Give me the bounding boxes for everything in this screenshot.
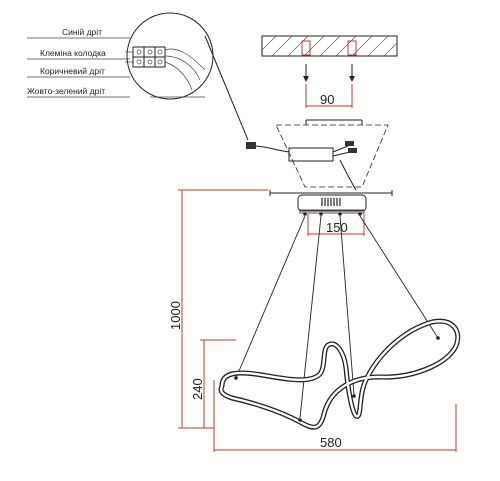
- canopy-assembly: 150: [246, 119, 393, 236]
- dimension-total-height: 1000: [168, 301, 183, 330]
- canopy: [297, 194, 367, 212]
- label-blue-wire: Синій дріт: [62, 27, 102, 37]
- led-ring: [218, 318, 461, 430]
- led-driver: [288, 147, 334, 162]
- dimension-ring-height: 240: [190, 378, 205, 400]
- suspension-cables: [235, 215, 439, 419]
- overall-dimensions: 1000 240 580: [168, 189, 457, 452]
- label-brown-wire: Коричневий дріт: [40, 66, 105, 76]
- dimension-mount-spacing: 90: [320, 92, 334, 107]
- dimension-total-width: 580: [320, 435, 342, 450]
- label-ground-wire: Жовто-зелений дріт: [27, 86, 105, 96]
- ceiling-mount-detail: 90: [261, 35, 398, 108]
- label-terminal-block: Клеміна колодка: [40, 48, 106, 58]
- wiring-detail: Синій дріт Клеміна колодка Коричневий др…: [27, 12, 249, 141]
- dimension-canopy-width: 150: [326, 220, 348, 235]
- wire-connector: [246, 142, 256, 149]
